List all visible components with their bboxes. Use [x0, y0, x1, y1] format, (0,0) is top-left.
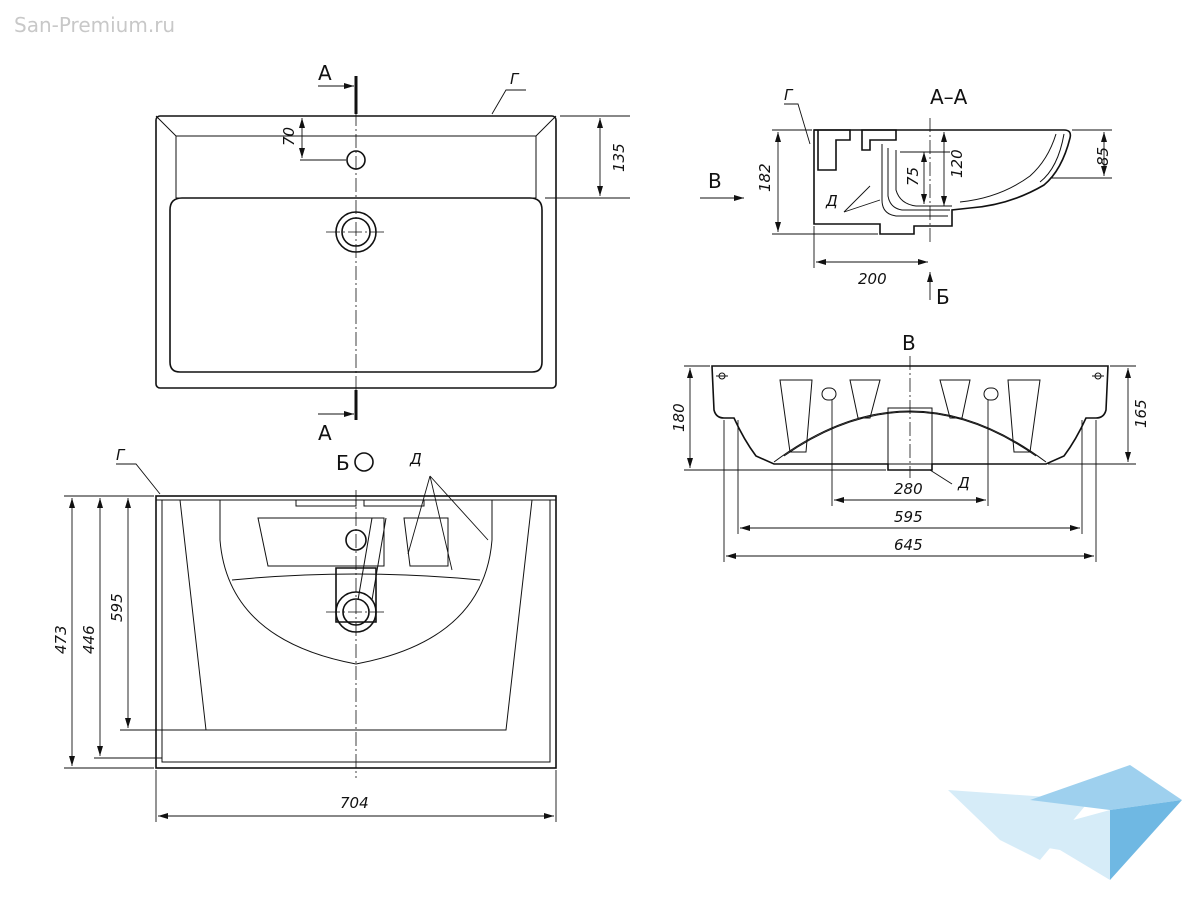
logo-shape-3	[1000, 810, 1110, 880]
dim-70: 70	[280, 127, 298, 146]
logo-shape-4	[1110, 800, 1182, 880]
section-mark-bottom: A	[318, 421, 332, 445]
dim-595-front: 595	[894, 508, 923, 526]
callout-g-bottom: Г	[116, 446, 126, 464]
front-view-title: В	[902, 331, 916, 355]
top-view-bowl	[169, 197, 543, 373]
dim-280: 280	[894, 480, 923, 498]
dim-75: 75	[904, 167, 922, 186]
dim-180: 180	[670, 403, 688, 432]
dim-446: 446	[80, 625, 98, 654]
dim-704: 704	[340, 794, 369, 812]
dim-200: 200	[858, 270, 887, 288]
hidden-mark-front: Д	[957, 474, 970, 492]
brand-logo	[948, 765, 1182, 880]
dim-595-bottom: 595	[108, 593, 126, 622]
callout-g-section: Г	[784, 86, 794, 104]
dim-182: 182	[756, 163, 774, 192]
hidden-mark-bottom: Д	[409, 450, 422, 468]
section-title: A–A	[930, 85, 968, 109]
hidden-mark-section: Д	[825, 192, 838, 210]
view-arrow-v: В	[708, 169, 722, 193]
bottom-view-label: Б	[336, 451, 350, 475]
bottom-view: Б Д Г 473	[52, 446, 557, 822]
section-mark-top: A	[318, 61, 332, 85]
dim-85: 85	[1094, 147, 1112, 166]
section-view: A–A Д Г В Б 182 75 120	[700, 85, 1112, 309]
top-view: A A Г 70 135	[155, 61, 630, 445]
dim-135: 135	[610, 143, 628, 172]
dim-645: 645	[894, 536, 923, 554]
logo-shape-2	[1030, 765, 1182, 810]
front-outline	[711, 365, 1109, 471]
view-arrow-b: Б	[936, 285, 950, 309]
callout-g-top: Г	[510, 70, 520, 88]
dim-120: 120	[948, 149, 966, 178]
dim-165: 165	[1132, 399, 1150, 428]
watermark-text: San-Premium.ru	[14, 13, 175, 37]
dim-473: 473	[52, 625, 70, 654]
rotate-icon	[354, 452, 374, 472]
front-view: В Д 180 165 280	[670, 331, 1150, 562]
section-outline	[813, 129, 1072, 235]
